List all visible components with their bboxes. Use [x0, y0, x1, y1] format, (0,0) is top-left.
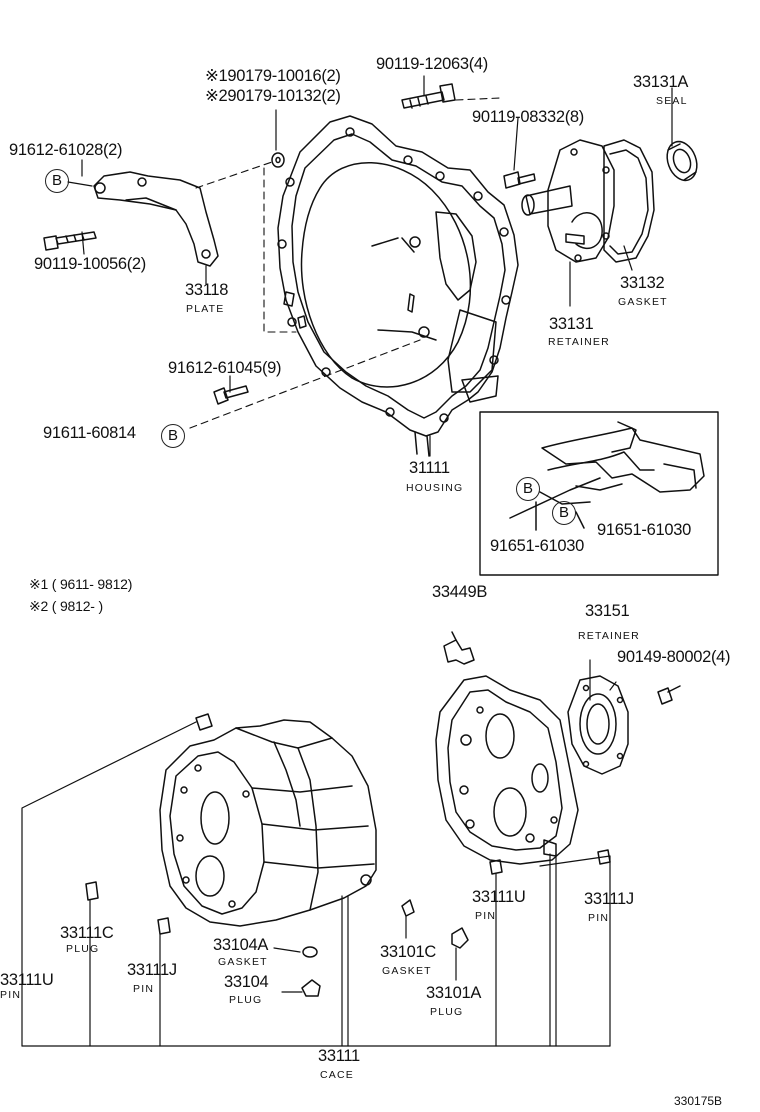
plate-33118-shape [93, 171, 219, 267]
housing-number: 31111 [409, 459, 450, 477]
pin-j-right-name: PIN [588, 912, 610, 924]
pin-u-left-name: PIN [0, 989, 22, 1001]
retainer-number: 33131 [549, 315, 594, 333]
pin-61028-label: 91612-61028(2) [9, 141, 123, 159]
seal-number: 33131A [633, 73, 689, 91]
pin-j-mid-name: PIN [133, 983, 155, 995]
leader-lines-upper [67, 75, 673, 691]
note2-part-number: 90179-10132(2) [227, 87, 341, 105]
clip-number: 33449B [432, 583, 488, 601]
plug-101a-name: PLUG [430, 1006, 464, 1018]
clutch-housing-drawing [277, 115, 519, 457]
bolt-08332-shape [503, 171, 536, 189]
inset-left-label: 91651-61030 [490, 537, 584, 555]
callout-b-inset-right: B [552, 501, 576, 525]
pin-u-left-number: 33111U [0, 971, 54, 989]
seal-name: SEAL [656, 95, 688, 107]
plate-number: 33118 [185, 281, 229, 299]
note2-label: ※290179-10132(2) [205, 88, 341, 105]
plate-name: PLATE [186, 303, 225, 315]
note1-prefix: ※1 [205, 67, 228, 85]
retainer-name: RETAINER [548, 336, 610, 348]
callout-b-inset-left: B [516, 477, 540, 501]
bolt-61045-label: 91612-61045(9) [168, 359, 282, 377]
callout-b-housing: B [161, 424, 185, 448]
gasket-a-number: 33104A [213, 936, 269, 954]
housing-name: HOUSING [406, 482, 464, 494]
note1-part-number: 90179-10016(2) [227, 67, 341, 85]
legend-note-2: ※2 ( 9812- ) [29, 598, 103, 614]
inset-right-label: 91651-61030 [597, 521, 691, 539]
bolt-10056-shape [43, 231, 97, 251]
plug-c-name: PLUG [66, 943, 100, 955]
pin-u-right-number: 33111U [472, 888, 526, 906]
retainer2-name: RETAINER [578, 630, 640, 642]
bolt-12063-shape [401, 83, 456, 109]
pin-j-mid-number: 33111J [127, 961, 177, 979]
gasket-name: GASKET [618, 296, 668, 308]
plug-c-number: 33111C [60, 924, 114, 942]
pin-60814-label: 91611-60814 [43, 424, 136, 442]
seal-shape [666, 140, 698, 182]
gasket-101c-number: 33101C [380, 943, 436, 961]
small-parts-shapes [85, 713, 611, 997]
diagram-id: 330175B [674, 1094, 723, 1108]
leader-lines-lower [21, 659, 611, 1047]
gasket-number: 33132 [620, 274, 665, 292]
bolt-10056-label: 90119-10056(2) [34, 255, 147, 273]
bolt-80002-label: 90149-80002(4) [617, 648, 731, 666]
bolt-12063-label: 90119-12063(4) [376, 55, 489, 73]
retainer2-number: 33151 [585, 602, 630, 620]
note2-prefix: ※2 [205, 87, 228, 105]
dashed-lines [189, 97, 501, 429]
bolt-61045-shape [213, 385, 249, 405]
gasket-33132-shape [603, 139, 655, 263]
pin-u-right-name: PIN [475, 910, 497, 922]
bolt-80002-shape [657, 685, 681, 705]
plug-101a-number: 33101A [426, 984, 482, 1002]
retainer-33131-shape [521, 139, 615, 263]
transmission-case-shape [159, 719, 377, 927]
case-name: CACE [320, 1069, 354, 1081]
plug-104-name: PLUG [229, 994, 263, 1006]
gasket-a-name: GASKET [218, 956, 268, 968]
clip-33449b-shape [443, 631, 475, 665]
bolt-08332-label: 90119-08332(8) [472, 108, 585, 126]
case-number: 33111 [318, 1047, 360, 1065]
adapter-plate-shape [435, 675, 579, 865]
gasket-101c-name: GASKET [382, 965, 432, 977]
pin-j-right-number: 33111J [584, 890, 634, 908]
washer-shape [271, 152, 285, 168]
note1-label: ※190179-10016(2) [205, 68, 341, 85]
retainer-33151-shape [567, 675, 629, 775]
callout-b-plate: B [45, 169, 69, 193]
legend-note-1: ※1 ( 9611- 9812) [29, 576, 133, 592]
plug-104-number: 33104 [224, 973, 269, 991]
